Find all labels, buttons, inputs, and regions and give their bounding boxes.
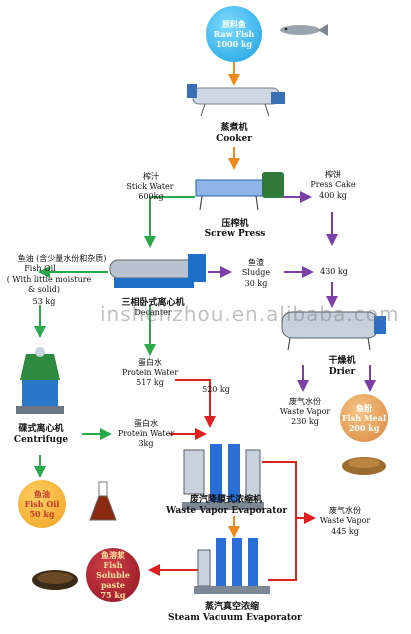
fish-soluble-node: 鱼溶浆 Fish Soluble paste 75 kg [86, 548, 140, 602]
decanter-machine-icon [109, 254, 206, 288]
waste-vapor-evaporator-icon [182, 444, 264, 510]
vapor-1-cn: 废气水份 [289, 397, 321, 406]
fish-soluble-tray-icon [32, 570, 78, 590]
fish-oil-crude-note2: & solid) [28, 285, 60, 294]
protein-water-1-qty: 517 kg [136, 378, 164, 387]
vapor-1-en: Waste Vapor [279, 407, 331, 416]
waste-vapor-evaporator-en: Waste Vapor Evaporator [166, 506, 288, 516]
cooker-label-cn: 蒸煮机 [220, 123, 248, 133]
screw-press-cn: 压榨机 [221, 219, 249, 229]
arrow-evap-vapor [262, 461, 316, 524]
protein-water-2-qty: 3kg [138, 439, 154, 448]
centrifuge-cn: 碟式离心机 [18, 424, 64, 434]
arrow-proteinwater-evaporator [175, 379, 216, 428]
vapor-2-en: Waste Vapor [319, 516, 371, 525]
stick-water-en: Stick Water [126, 182, 174, 191]
fish-oil-crude-qty: 53 kg [32, 297, 56, 306]
vapor-2-qty: 445 kg [331, 527, 359, 536]
watermark: inshenzhou.en.alibaba.com [100, 302, 400, 326]
screw-press-machine-icon [195, 172, 284, 211]
arrow-steamevap-vapor [268, 518, 297, 581]
stick-water-cn: 榨汁 [143, 172, 159, 181]
cooker-label-en: Cooker [216, 134, 252, 144]
drier-cn: 干燥机 [328, 356, 356, 366]
fish-meal-powder-icon [342, 457, 386, 475]
vapor-2-cn: 废气水份 [329, 506, 361, 515]
steam-evaporator-cn: 蒸汽真空浓缩 [204, 602, 259, 612]
protein-water-1-cn: 蛋白水 [138, 358, 162, 367]
protein-water-1-en: Protein Water [121, 368, 179, 377]
decanter-cn: 三相卧式离心机 [121, 298, 185, 308]
press-cake-en: Press Cake [310, 180, 356, 189]
combined-qty: 430 kg [320, 267, 348, 276]
press-cake-cn: 榨饼 [325, 170, 341, 179]
centrifuge-machine-icon [16, 347, 64, 414]
drier-en: Drier [328, 367, 356, 377]
flask-icon [89, 481, 117, 521]
protein-water-2-en: Protein Water [117, 429, 175, 438]
arrow-press-stickwater [144, 196, 195, 248]
fish-oil-crude-en: Fish Oil [24, 264, 56, 273]
flow-520-qty: 520 kg [202, 385, 230, 394]
centrifuge-en: Centrifuge [13, 435, 69, 445]
fish-oil-crude-cn: 鱼油 (含少量水份和杂质) [17, 254, 107, 263]
screw-press-en: Screw Press [204, 229, 266, 239]
fish-oil-node: 鱼油 Fish Oil 50 kg [18, 480, 66, 528]
vapor-1-qty: 230 kg [291, 417, 319, 426]
drier-machine-icon [281, 311, 386, 351]
fish-icon [280, 24, 328, 36]
press-cake-qty: 400 kg [319, 191, 347, 200]
stick-water-qty: 600kg [138, 192, 164, 201]
steam-vacuum-evaporator-icon [194, 538, 270, 594]
steam-evaporator-en: Steam Vacuum Evaporator [168, 613, 302, 623]
fish-meal-node: 鱼粉 Fish Meal 200 kg [340, 394, 388, 442]
fish-oil-crude-note1: ( With little moisture [6, 275, 92, 284]
sludge-cn: 鱼渣 [248, 258, 264, 267]
protein-water-2-cn: 蛋白水 [134, 419, 158, 428]
cooker-machine-icon [187, 84, 285, 117]
decanter-en: Decanter [134, 308, 172, 317]
sludge-en: Sludge [241, 268, 271, 277]
sludge-qty: 30 kg [244, 279, 268, 288]
raw-fish-node: 原料鱼 Raw Fish 1000 kg [206, 6, 262, 62]
waste-vapor-evaporator-cn: 废汽降膜式浓缩机 [189, 495, 262, 505]
